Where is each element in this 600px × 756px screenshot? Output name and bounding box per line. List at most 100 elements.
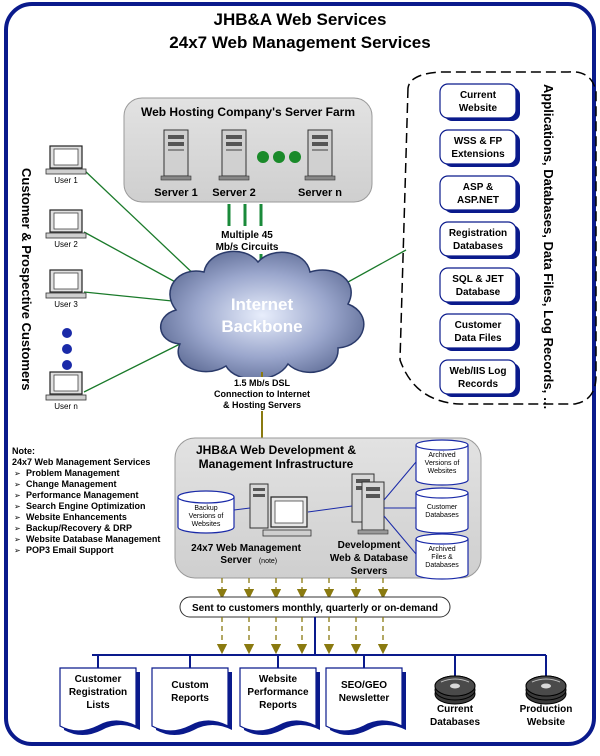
title-line1: JHB&A Web Services [214, 10, 387, 29]
note-subtitle: 24x7 Web Management Services [12, 457, 150, 467]
server-label: Server 1 [154, 187, 197, 199]
mgmt-server-label-1: 24x7 Web Management [191, 543, 302, 554]
dev-infra-title-1: JHB&A Web Development & [196, 443, 356, 457]
more-users-dot [62, 344, 72, 354]
report-label: Website [259, 674, 298, 685]
customers-side-label: Customer & Prospective Customers [19, 168, 34, 391]
server-tower-icon: Server 1 [154, 129, 198, 199]
application-label: Customer [455, 320, 502, 331]
server-label: Server n [298, 187, 342, 199]
cloud-label-1: Internet [231, 295, 294, 314]
dev-servers-label-2: Web & Database [330, 553, 409, 564]
dsl-label-bg [200, 377, 324, 411]
application-label: Website [459, 103, 498, 114]
application-label: Current [460, 90, 497, 101]
user-computer-icon: User 1 [45, 145, 87, 185]
more-servers-dot [289, 151, 301, 163]
report-label: Custom [171, 680, 208, 691]
archive-link [383, 461, 417, 501]
archive-db-label: Customer [427, 504, 458, 511]
archive-db-label: Databases [425, 562, 459, 569]
application-label: Databases [453, 241, 503, 252]
circuits-label-2: Mb/s Circuits [216, 242, 279, 253]
disc-label: Current [437, 704, 474, 715]
note-bullet-icon: ➢ [14, 469, 21, 478]
output-items: CustomerRegistrationListsCustomReportsWe… [59, 655, 572, 735]
backup-link [233, 507, 251, 511]
more-users-dot [62, 360, 72, 370]
report-label: Reports [171, 693, 209, 704]
archive-db-label: Websites [428, 468, 457, 475]
archive-db-label: Versions of [425, 460, 460, 467]
user-link [83, 169, 201, 281]
applications-region [399, 71, 597, 405]
backup-db-label-3: Websites [192, 521, 221, 528]
server-label: Server 2 [212, 187, 255, 199]
note-title: Note: [12, 446, 35, 456]
application-label: ASP.NET [457, 195, 499, 206]
note-item: Website Database Management [26, 534, 160, 544]
user-label: User 2 [54, 240, 78, 249]
dsl-label-2: Connection to Internet [214, 389, 310, 399]
dev-infra-panel [174, 437, 482, 579]
report-label: Registration [69, 687, 127, 698]
note-item: Problem Management [26, 468, 120, 478]
note-bullet-icon: ➢ [14, 502, 21, 511]
note-block: Note: 24x7 Web Management Services ➢ Prob… [12, 446, 160, 555]
backup-db-label-2: Versions of [189, 513, 224, 520]
note-item: Backup/Recovery & DRP [26, 523, 132, 533]
application-label: ASP & [463, 182, 493, 193]
backup-database: Backup Versions of Websites [177, 490, 235, 534]
report-label: Customer [75, 674, 122, 685]
report-label: Performance [247, 687, 309, 698]
circuits-label-1: Multiple 45 [221, 230, 273, 241]
archive-db-label: Archived [428, 452, 455, 459]
user-link [83, 335, 197, 393]
application-label: Data Files [454, 333, 502, 344]
dev-servers-label-3: Servers [351, 566, 388, 577]
circuits-label-bg [208, 226, 286, 254]
user-link [83, 291, 183, 303]
server-tower-icon: Server 2 [212, 129, 256, 199]
application-label: Registration [449, 228, 507, 239]
report-label: Newsletter [339, 693, 390, 704]
mgmt-dev-link [307, 505, 353, 513]
archive-db-label: Databases [425, 512, 459, 519]
note-item: Performance Management [26, 490, 139, 500]
dev-infra-title-2: Management Infrastructure [199, 457, 354, 471]
application-label: Records [458, 379, 498, 390]
distribution-arrows-upper [216, 578, 389, 600]
cloud-label-2: Backbone [221, 317, 302, 336]
internet-cloud [159, 250, 365, 380]
user-label: User 1 [54, 176, 78, 185]
application-label: WSS & FP [454, 136, 503, 147]
application-label: Extensions [451, 149, 505, 160]
sent-label: Sent to customers monthly, quarterly or … [192, 603, 438, 614]
note-bullet-icon: ➢ [14, 546, 21, 555]
mgmt-server-note: (note) [259, 558, 277, 565]
archive-link [383, 515, 417, 555]
backup-db-label-1: Backup [194, 505, 217, 512]
note-bullet-icon: ➢ [14, 491, 21, 500]
mgmt-server-label-2: Server [220, 555, 251, 566]
dev-servers-label-1: Development [338, 540, 401, 551]
more-servers-dot [257, 151, 269, 163]
server-farm-title: Web Hosting Company's Server Farm [141, 105, 355, 119]
development-servers-icon [351, 473, 389, 535]
disc-label: Databases [430, 717, 480, 728]
